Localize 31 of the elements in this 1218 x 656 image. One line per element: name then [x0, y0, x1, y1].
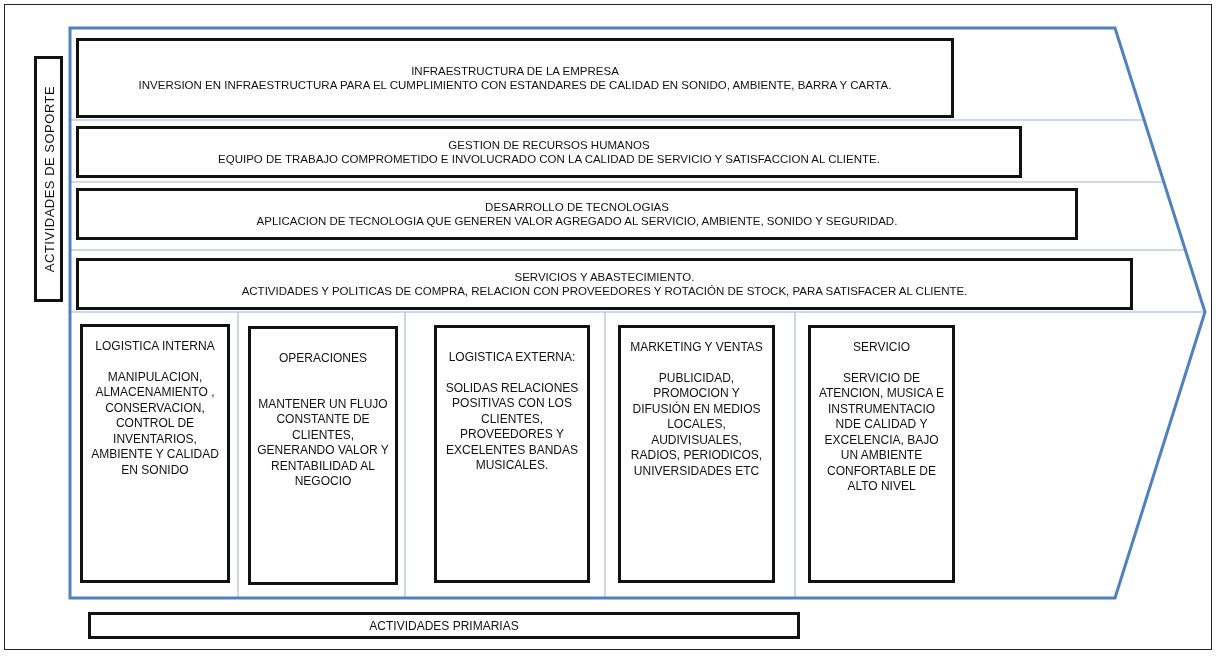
- activity-title: INFRAESTRUCTURA DE LA EMPRESA: [411, 64, 619, 78]
- support-activity-box: [76, 126, 1022, 178]
- support-activity-box: [76, 38, 954, 118]
- support-activity-box: [76, 258, 1133, 310]
- primary-activity-box: [434, 325, 590, 583]
- activity-description: ACTIVIDADES Y POLITICAS DE COMPRA, RELACION CON PROVEEDORES Y ROTACIÓN DE STOCK, PARA SATISFACER AL CLIENTE.: [241, 284, 968, 298]
- activity-description: MANTENER UN FLUJO CONSTANTE DE CLIENTES, GENERANDO VALOR Y RENTABILIDAD AL NEGOCIO: [257, 396, 389, 490]
- primary-activity-box: [80, 324, 230, 583]
- section-label: ACTIVIDADES PRIMARIAS: [369, 618, 519, 633]
- activity-description: INVERSION EN INFRAESTRUCTURA PARA EL CUMPLIMIENTO CON ESTANDARES DE CALIDAD EN SONIDO, AMBIENTE, BARRA Y CARTA.: [138, 78, 892, 92]
- primary-activity-box: [808, 325, 955, 583]
- activity-description: APLICACION DE TECNOLOGIA QUE GENEREN VALOR AGREGADO AL SERVICIO, AMBIENTE, SONIDO Y SEGURIDAD.: [256, 214, 898, 228]
- activity-title: OPERACIONES: [279, 351, 367, 367]
- activity-title: DESARROLLO DE TECNOLOGIAS: [485, 200, 669, 214]
- activity-description: SOLIDAS RELACIONES POSITIVAS CON LOS CLIENTES, PROVEEDORES Y EXCELENTES BANDAS MUSICALES.: [444, 380, 580, 474]
- activity-description: EQUIPO DE TRABAJO COMPROMETIDO E INVOLUCRADO CON LA CALIDAD DE SERVICIO Y SATISFACCION AL CLIENTE.: [218, 152, 880, 166]
- activity-title: SERVICIOS Y ABASTECIMIENTO.: [514, 270, 695, 284]
- section-label: ACTIVIDADES DE SOPORTE: [41, 85, 56, 273]
- activity-description: SERVICIO DE ATENCION, MUSICA E INSTRUMENTACIO NDE CALIDAD Y EXCELENCIA, BAJO UN AMBIENTE CONFORTABLE DE ALTO NIVEL: [817, 370, 946, 495]
- activity-title: LOGISTICA INTERNA: [95, 339, 215, 355]
- activity-description: MANIPULACION, ALMACENAMIENTO , CONSERVACION, CONTROL DE INVENTARIOS, AMBIENTE Y CALIDAD EN SONIDO: [90, 369, 220, 478]
- activity-title: GESTION DE RECURSOS HUMANOS: [448, 138, 650, 152]
- activity-title: MARKETING Y VENTAS: [630, 340, 763, 356]
- activity-title: LOGISTICA EXTERNA:: [448, 350, 576, 366]
- activity-title: SERVICIO: [852, 340, 911, 356]
- footer-label-box: [88, 612, 800, 639]
- primary-activity-box: [618, 325, 775, 583]
- support-activity-box: [76, 188, 1078, 240]
- side-label-box: [34, 56, 63, 302]
- activity-description: PUBLICIDAD, PROMOCION Y DIFUSIÓN EN MEDIOS LOCALES, AUDIVISUALES, RADIOS, PERIODICOS, UNIVERSIDADES ETC: [629, 370, 764, 479]
- primary-activity-box: [248, 326, 398, 585]
